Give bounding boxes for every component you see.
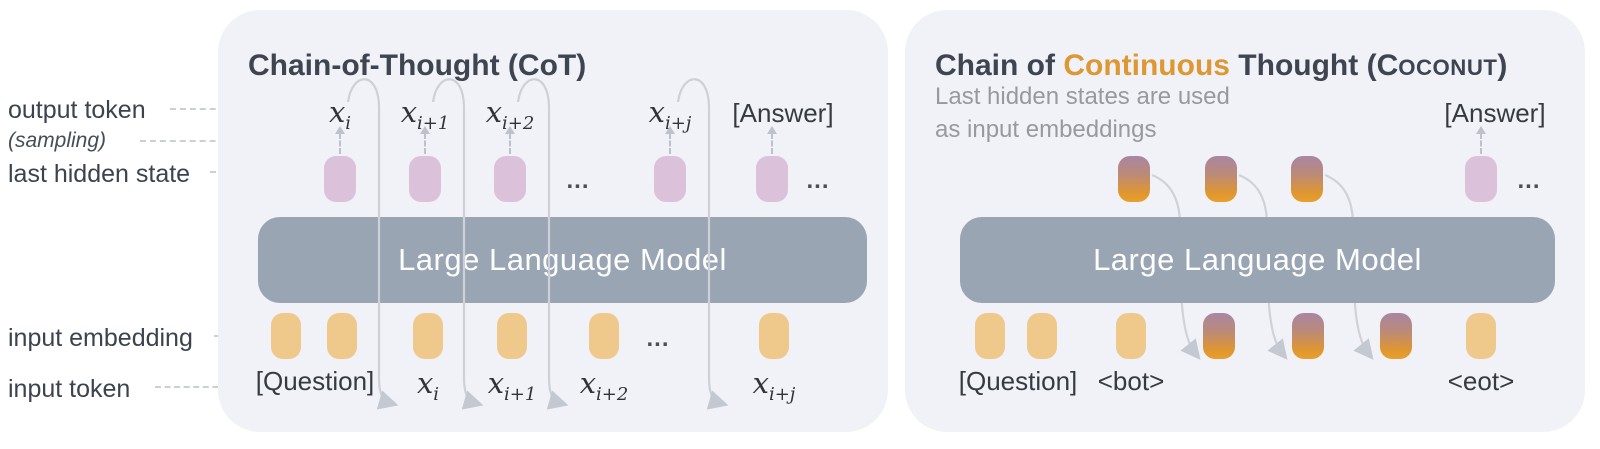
output-token-xi1: xi+1	[400, 95, 450, 132]
sampling-arrow-icon	[419, 126, 431, 154]
title-suffix: )	[1497, 48, 1508, 82]
continuous-thought-chip	[1205, 156, 1237, 202]
bot-label: <bot>	[1097, 366, 1165, 396]
eot-embedding-chip	[1466, 313, 1496, 359]
llm-box: Large Language Model	[258, 217, 867, 303]
sampling-arrow-icon	[664, 126, 676, 154]
continuous-thought-chip	[1292, 313, 1324, 359]
hidden-state-chip	[654, 156, 686, 202]
answer-label: [Answer]	[732, 98, 834, 128]
input-embedding-chip	[1027, 313, 1057, 359]
sampling-arrow-icon	[334, 126, 346, 154]
sampling-arrow-icon	[504, 126, 516, 154]
ellipsis-bottom: ...	[646, 325, 670, 352]
sampling-arrow-icon	[766, 126, 778, 154]
title-prefix: Chain of	[935, 48, 1064, 82]
leader-line-input-token	[155, 386, 247, 388]
token-sub: i+j	[768, 383, 796, 405]
input-token-xij: xi+j	[752, 366, 796, 403]
coconut-smallcaps: OCONUT	[1398, 54, 1498, 80]
token-base: x	[328, 95, 346, 129]
input-embedding-chip	[589, 313, 619, 359]
token-base: x	[487, 366, 505, 400]
token-base: x	[400, 95, 418, 129]
output-token-xij: xi+j	[648, 95, 692, 132]
llm-box: Large Language Model	[960, 217, 1555, 303]
coconut-subtitle: Last hidden states are used as input emb…	[935, 80, 1230, 146]
token-base: x	[648, 95, 665, 129]
token-sub: i	[433, 383, 440, 405]
llm-label: Large Language Model	[1093, 242, 1422, 277]
sampling-arrow-icon	[1475, 126, 1487, 154]
legend-input-token: input token	[8, 375, 131, 403]
question-label: [Question]	[958, 366, 1078, 396]
input-embedding-chip	[497, 313, 527, 359]
hidden-state-chip	[324, 156, 356, 202]
coconut-panel-title: Chain of Continuous Thought (COCONUT)	[935, 49, 1507, 83]
answer-label: [Answer]	[1444, 98, 1546, 128]
token-base: x	[416, 366, 434, 400]
eot-label: <eot>	[1447, 366, 1515, 396]
legend-last-hidden-state: last hidden state	[8, 160, 191, 188]
legend-output-token: output token	[8, 96, 146, 124]
bot-embedding-chip	[1116, 313, 1146, 359]
token-base: x	[485, 95, 503, 129]
title-mid: Thought (	[1229, 48, 1377, 82]
input-token-xi2: xi+2	[579, 366, 629, 403]
token-sub: i+1	[504, 383, 537, 405]
input-token-xi1: xi+1	[487, 366, 537, 403]
hidden-state-chip	[494, 156, 526, 202]
continuous-thought-chip	[1118, 156, 1150, 202]
continuous-thought-chip	[1291, 156, 1323, 202]
cot-panel: Chain-of-Thought (CoT) xi xi+1 xi+2 xi+j…	[218, 10, 888, 432]
question-label: [Question]	[255, 366, 375, 396]
llm-label: Large Language Model	[398, 242, 727, 277]
subtitle-line2: as input embeddings	[935, 116, 1157, 143]
token-sub: i	[345, 112, 352, 134]
legend-sampling: (sampling)	[8, 129, 107, 152]
input-token-xi: xi	[416, 366, 439, 403]
input-embedding-chip	[975, 313, 1005, 359]
legend-input-embedding: input embedding	[8, 324, 193, 352]
continuous-thought-chip	[1380, 313, 1412, 359]
title-highlight: Continuous	[1063, 48, 1230, 82]
coconut-panel: Chain of Continuous Thought (COCONUT) La…	[905, 10, 1585, 432]
subtitle-line1: Last hidden states are used	[935, 83, 1230, 110]
continuous-thought-chip	[1203, 313, 1235, 359]
input-embedding-chip	[327, 313, 357, 359]
ellipsis-top: ...	[566, 167, 590, 194]
ellipsis-after-answer: ...	[1517, 167, 1541, 194]
ellipsis-after-answer: ...	[806, 167, 830, 194]
input-embedding-chip	[413, 313, 443, 359]
output-token-xi2: xi+2	[485, 95, 535, 132]
output-token-xi: xi	[328, 95, 351, 132]
coconut-cap: C	[1376, 48, 1399, 82]
input-embedding-chip	[759, 313, 789, 359]
token-base: x	[579, 366, 597, 400]
token-base: x	[752, 366, 769, 400]
hidden-state-chip	[409, 156, 441, 202]
input-embedding-chip	[271, 313, 301, 359]
hidden-state-chip	[756, 156, 788, 202]
hidden-state-chip	[1465, 156, 1497, 202]
token-sub: i+2	[596, 383, 629, 405]
cot-panel-title: Chain-of-Thought (CoT)	[248, 48, 587, 82]
